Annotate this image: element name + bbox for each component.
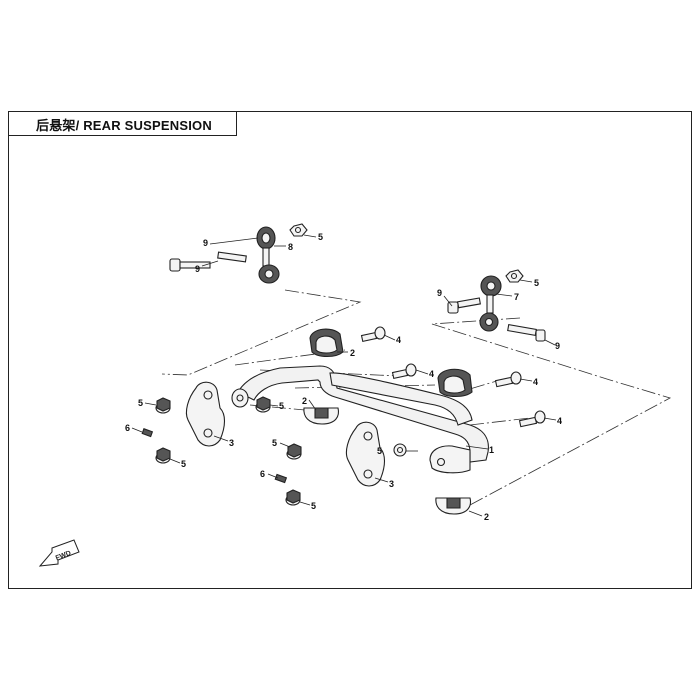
callout-6: 6 xyxy=(260,469,265,479)
callout-2: 2 xyxy=(350,348,355,358)
callout-1: 1 xyxy=(489,445,494,455)
callout-4: 4 xyxy=(396,335,401,345)
page-title: 后悬架/ REAR SUSPENSION xyxy=(36,118,212,133)
stabilizer-bar-1 xyxy=(231,365,489,474)
bushing-2-middle xyxy=(437,368,473,398)
nut-5-left-upper xyxy=(155,397,171,414)
callout-2: 2 xyxy=(484,512,489,522)
callout-5: 5 xyxy=(272,438,277,448)
bolt-9-upper-left xyxy=(217,251,247,263)
nut-5-mid-left xyxy=(255,396,271,413)
callout-2: 2 xyxy=(302,396,307,406)
screw-6-right xyxy=(274,473,288,484)
title-box xyxy=(8,111,237,136)
bracket-3-left xyxy=(185,381,226,447)
bolt-4-c xyxy=(494,371,522,388)
bolt-9-left xyxy=(169,258,211,272)
callout-4: 4 xyxy=(557,416,562,426)
callout-3: 3 xyxy=(229,438,234,448)
callout-4: 4 xyxy=(429,369,434,379)
nut-5-mid-center xyxy=(286,443,302,460)
callout-5: 5 xyxy=(138,398,143,408)
leader-lines xyxy=(131,234,557,517)
diagram-frame xyxy=(8,111,692,589)
callout-5: 5 xyxy=(534,278,539,288)
callout-5: 5 xyxy=(311,501,316,511)
screw-6-left xyxy=(141,428,154,438)
nut-5-bottom xyxy=(285,489,301,506)
callout-9: 9 xyxy=(203,238,208,248)
bolt-9-right-upper xyxy=(447,297,481,314)
bushing-2-upper-left xyxy=(309,328,344,358)
link-rod-7 xyxy=(479,275,502,332)
nut-5-top-left xyxy=(289,223,308,237)
callout-4: 4 xyxy=(533,377,538,387)
callout-5: 5 xyxy=(377,446,382,456)
nut-5-mid-right xyxy=(393,443,407,457)
callout-5: 5 xyxy=(279,401,284,411)
left-stabilizer-link xyxy=(169,223,308,284)
callout-9: 9 xyxy=(437,288,442,298)
right-stabilizer-link xyxy=(447,269,546,342)
bushing-2-lower-left xyxy=(303,407,340,425)
nut-5-left-lower xyxy=(155,447,171,464)
bolt-4-b xyxy=(391,363,417,380)
bolt-9-right-lower xyxy=(507,323,546,342)
callout-9: 9 xyxy=(195,264,200,274)
callout-3: 3 xyxy=(389,479,394,489)
bolt-4-a xyxy=(360,326,386,343)
bolt-4-d xyxy=(518,410,546,428)
callout-6: 6 xyxy=(125,423,130,433)
nut-5-top-right xyxy=(505,269,524,283)
callout-8: 8 xyxy=(288,242,293,252)
callout-labels: 9 9 8 5 5 7 9 9 4 2 4 4 5 5 2 6 3 5 4 5 … xyxy=(125,232,562,522)
bushing-2-lower-right xyxy=(435,497,472,515)
callout-5: 5 xyxy=(318,232,323,242)
callout-7: 7 xyxy=(514,292,519,302)
bar-end-right xyxy=(429,445,471,474)
callout-5: 5 xyxy=(181,459,186,469)
callout-9: 9 xyxy=(555,341,560,351)
bracket-3-right xyxy=(345,421,386,487)
fwd-arrow-icon: FWD xyxy=(38,539,80,567)
link-rod-8 xyxy=(256,226,280,284)
